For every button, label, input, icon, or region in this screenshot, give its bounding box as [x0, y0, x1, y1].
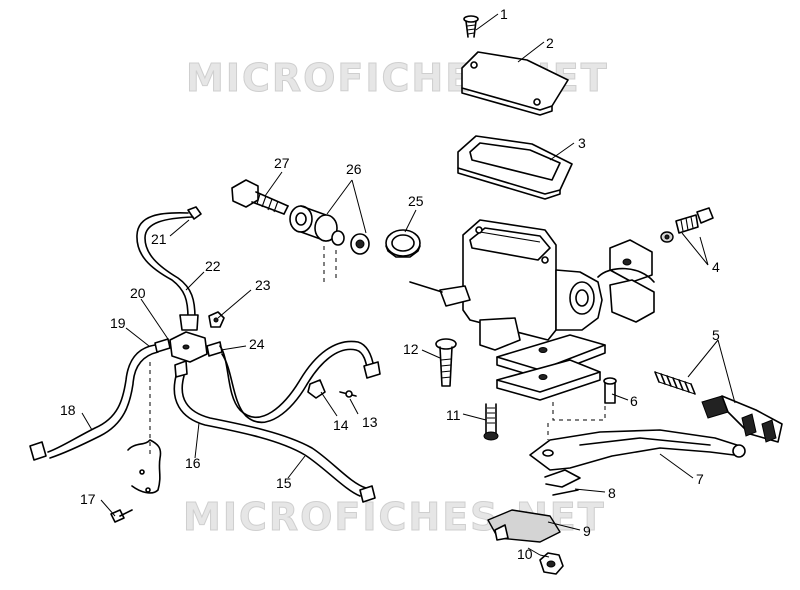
- callout-4: 4: [712, 259, 720, 275]
- reservoir-screw: [463, 15, 479, 38]
- callout-3: 3: [578, 135, 586, 151]
- callout-14: 14: [333, 417, 349, 433]
- callout-11: 11: [446, 407, 461, 423]
- piston: [701, 395, 783, 443]
- lever-nut: [539, 552, 564, 575]
- callout-21: 21: [151, 231, 167, 247]
- callout-10: 10: [517, 546, 533, 562]
- mounting-screw-short: [483, 403, 499, 441]
- lever-bracket: [496, 334, 606, 401]
- callout-26: 26: [346, 161, 362, 177]
- callout-12: 12: [403, 341, 419, 357]
- callout-15: 15: [276, 475, 292, 491]
- lever-spring: [544, 469, 581, 496]
- callout-24: 24: [249, 336, 265, 352]
- callout-13: 13: [362, 414, 378, 430]
- callout-9: 9: [583, 523, 591, 539]
- banjo-washer-13: [339, 390, 357, 398]
- callout-25: 25: [408, 193, 424, 209]
- reservoir-diaphragm: [457, 135, 573, 200]
- callout-20: 20: [130, 285, 146, 301]
- callout-18: 18: [60, 402, 76, 418]
- pivot-bolt-27: [231, 179, 289, 215]
- callout-22: 22: [205, 258, 221, 274]
- brake-switch: [487, 509, 561, 543]
- brake-junction: [169, 331, 208, 363]
- master-cylinder-body: [409, 219, 603, 351]
- piston-spring: [654, 371, 696, 395]
- brake-hose-16-15: [173, 360, 376, 503]
- brake-hose-21-22: [136, 206, 202, 331]
- hose-clip-14: [307, 379, 326, 399]
- callout-7: 7: [696, 471, 704, 487]
- mount-bracket: [127, 362, 162, 494]
- mounting-screw-long: [435, 338, 457, 387]
- callout-1: 1: [500, 6, 508, 22]
- callout-6: 6: [630, 393, 638, 409]
- callout-17: 17: [80, 491, 96, 507]
- callout-23: 23: [255, 277, 271, 293]
- bracket-screw-17: [110, 509, 133, 523]
- callout-5: 5: [712, 327, 720, 343]
- callout-labels: 1 2 3 4 5 6 7 8 9 10 11 12 13 14 15 16 1…: [60, 6, 720, 562]
- brake-hose-19-18: [29, 338, 171, 461]
- leader-lines: [81, 13, 736, 558]
- callout-27: 27: [274, 155, 290, 171]
- callout-19: 19: [110, 315, 126, 331]
- handlebar-clamp: [597, 239, 655, 323]
- brake-lever: [529, 429, 746, 471]
- clamp-bolt: [660, 207, 714, 243]
- callout-2: 2: [546, 35, 554, 51]
- reservoir-cover: [461, 51, 569, 116]
- callout-16: 16: [185, 455, 201, 471]
- pivot-bolt: [603, 377, 617, 404]
- callout-8: 8: [608, 485, 616, 501]
- brake-hose-24: [206, 340, 381, 423]
- piston-seal: [385, 229, 421, 258]
- pivot-bushing: [289, 205, 370, 282]
